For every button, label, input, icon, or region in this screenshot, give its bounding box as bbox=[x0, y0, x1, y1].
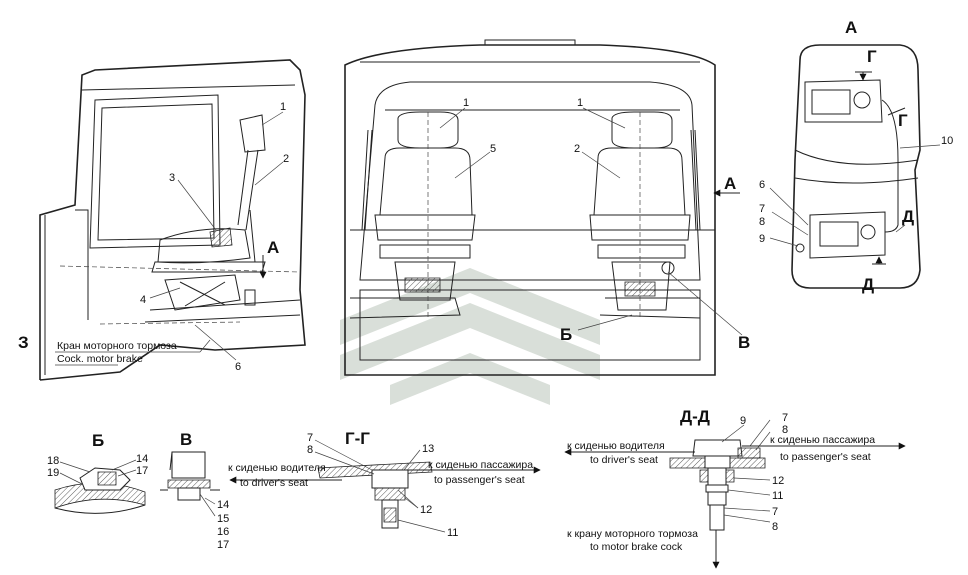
front-callout-1-left: 1 bbox=[463, 97, 469, 109]
section-dd-callout-8-bottom: 8 bbox=[772, 521, 778, 533]
section-gg-left-ru: к сиденью водителя bbox=[228, 462, 326, 474]
section-dd-left-ru: к сиденью водителя bbox=[567, 440, 665, 452]
front-label-b: Б bbox=[560, 325, 572, 344]
detail-a-callout-10: 10 bbox=[941, 135, 953, 147]
front-label-v: В bbox=[738, 333, 750, 352]
detail-a-callout-6: 6 bbox=[759, 179, 765, 191]
section-v-title: В bbox=[180, 430, 192, 449]
side-callout-6: 6 bbox=[235, 361, 241, 373]
detail-a-g-top: Г bbox=[867, 47, 877, 66]
section-gg-title: Г-Г bbox=[345, 429, 370, 448]
front-view-cab bbox=[344, 39, 716, 376]
section-b-callout-19: 19 bbox=[47, 467, 59, 479]
section-gg-callout-7: 7 bbox=[307, 432, 313, 444]
front-callout-1-right: 1 bbox=[577, 97, 583, 109]
section-b-drawing bbox=[54, 459, 146, 514]
section-dd-callout-12: 12 bbox=[772, 475, 784, 487]
section-v-callout-15: 15 bbox=[217, 513, 229, 525]
detail-a-g-right: Г bbox=[898, 111, 908, 130]
section-dd-right-ru: к сиденью пассажира bbox=[770, 434, 875, 446]
section-dd-right-en: to passenger's seat bbox=[780, 451, 871, 463]
side-callout-4: 4 bbox=[140, 294, 146, 306]
section-dd-bottom-ru: к крану моторного тормоза bbox=[567, 528, 698, 540]
side-view-letter: З bbox=[18, 333, 29, 352]
front-arrow-a: А bbox=[724, 174, 736, 193]
front-callout-2: 2 bbox=[574, 143, 580, 155]
side-arrow-label: А bbox=[267, 238, 279, 257]
side-callout-2: 2 bbox=[283, 153, 289, 165]
section-dd-bottom-en: to motor brake cock bbox=[590, 541, 683, 553]
section-dd-callout-11: 11 bbox=[772, 490, 783, 502]
side-caption-ru: Кран моторного тормоза bbox=[57, 340, 177, 352]
section-b-callout-17: 17 bbox=[136, 465, 148, 477]
front-view-leaders bbox=[439, 107, 743, 336]
side-view-leaders bbox=[55, 111, 284, 366]
section-gg-right-en: to passenger's seat bbox=[434, 474, 525, 486]
side-caption-en: Cock. motor brake bbox=[57, 353, 143, 365]
section-b-callout-18: 18 bbox=[47, 455, 59, 467]
section-dd-title: Д-Д bbox=[680, 407, 710, 426]
detail-a-d-top: Д bbox=[902, 207, 914, 226]
watermark-logo bbox=[340, 268, 600, 405]
section-gg-drawing bbox=[229, 439, 541, 533]
detail-a-callout-9: 9 bbox=[759, 233, 765, 245]
section-v-callout-17: 17 bbox=[217, 539, 229, 551]
section-gg-callout-12: 12 bbox=[420, 504, 432, 516]
detail-a-callout-7: 7 bbox=[759, 203, 765, 215]
section-v-callout-16: 16 bbox=[217, 526, 229, 538]
section-v-drawing bbox=[160, 451, 220, 517]
section-gg-callout-13: 13 bbox=[422, 443, 434, 455]
detail-a-d-bottom: Д bbox=[862, 275, 874, 294]
section-gg-callout-8: 8 bbox=[307, 444, 313, 456]
detail-a-title: А bbox=[845, 18, 857, 37]
section-dd-callout-8-top: 8 bbox=[782, 424, 788, 436]
section-b-title: Б bbox=[92, 431, 104, 450]
section-v-callout-14: 14 bbox=[217, 499, 229, 511]
section-gg-right-ru: к сиденью пассажира bbox=[428, 459, 533, 471]
section-dd-callout-7-bottom: 7 bbox=[772, 506, 778, 518]
side-callout-1: 1 bbox=[280, 101, 286, 113]
detail-a-callout-8: 8 bbox=[759, 216, 765, 228]
section-b-callout-14: 14 bbox=[136, 453, 148, 465]
detail-a-panel bbox=[791, 44, 921, 289]
section-dd-left-en: to driver's seat bbox=[590, 454, 658, 466]
section-gg-callout-11: 11 bbox=[447, 527, 458, 539]
side-callout-3: 3 bbox=[169, 172, 175, 184]
side-view-cab bbox=[39, 59, 306, 381]
section-dd-callout-9: 9 bbox=[740, 415, 746, 427]
section-dd-drawing bbox=[564, 419, 906, 569]
detail-a-leaders bbox=[769, 71, 941, 265]
section-gg-left-en: to driver's seat bbox=[240, 477, 308, 489]
front-callout-5: 5 bbox=[490, 143, 496, 155]
section-dd-callout-7-top: 7 bbox=[782, 412, 788, 424]
